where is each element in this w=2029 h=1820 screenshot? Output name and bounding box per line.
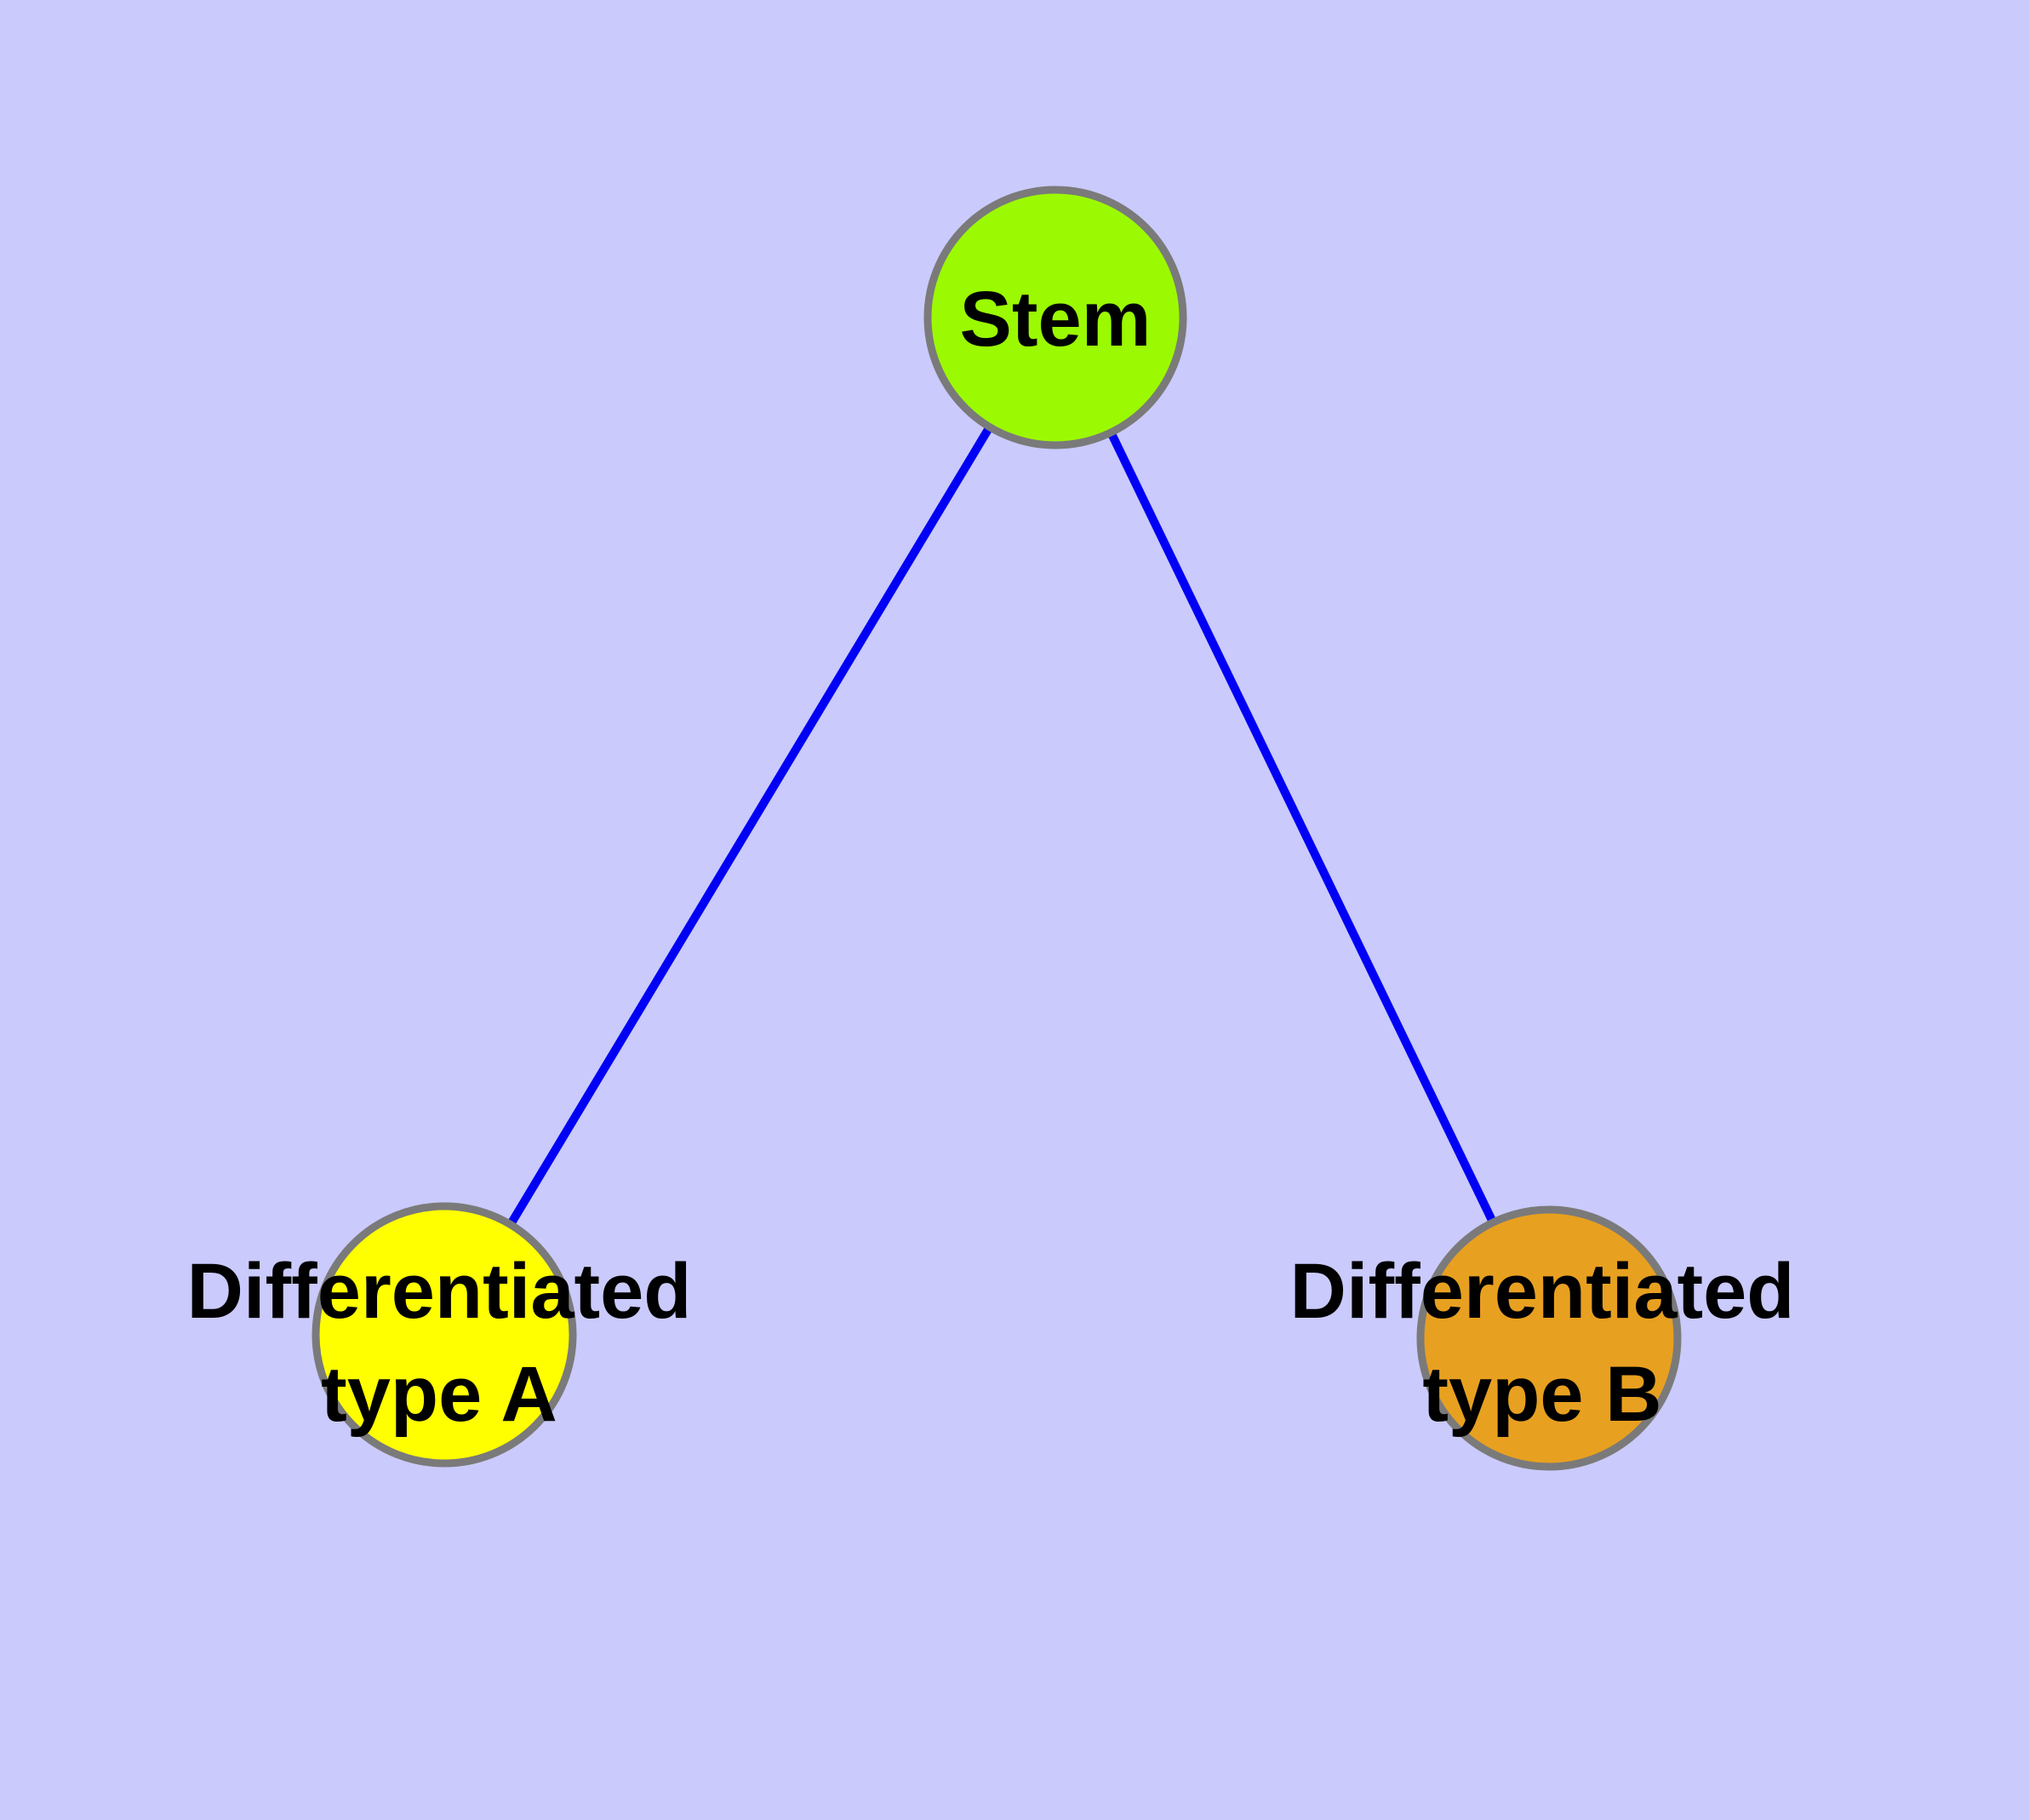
node-type-b-label-line1: Differentiated: [1290, 1248, 1795, 1335]
edge-stem-to-type-b: [1051, 315, 1553, 1341]
node-type-a-label-line1: Differentiated: [187, 1248, 692, 1335]
node-differentiated-type-b[interactable]: [1416, 1205, 1682, 1471]
node-stem-label: Stem: [960, 276, 1152, 363]
node-stem[interactable]: [923, 186, 1187, 449]
node-type-a-label-line2: type A: [321, 1351, 557, 1438]
edge-stem-to-type-a: [440, 315, 1060, 1337]
node-type-b-label-line2: type B: [1422, 1351, 1661, 1438]
node-differentiated-type-a[interactable]: [311, 1202, 577, 1468]
